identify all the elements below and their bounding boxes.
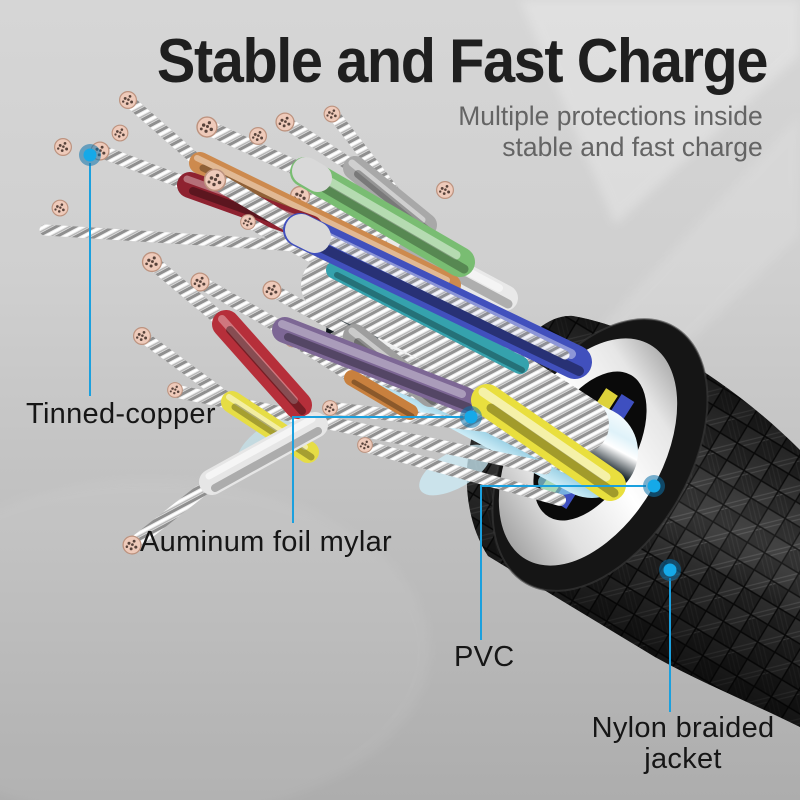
callout-dot-aluminum-foil-mylar [460,406,482,428]
callout-label-tinned-copper: Tinned-copper [26,398,216,430]
page-subtitle: Multiple protections inside stable and f… [459,101,763,163]
callout-dot-nylon-braided-jacket [659,559,681,581]
leader-pvc [480,475,665,640]
callout-leaders [79,144,681,712]
callout-dot-pvc [643,475,665,497]
callout-dot-tinned-copper [79,144,101,166]
wire-royal-blue [203,168,592,379]
wire-white-down [122,412,328,555]
leader-aluminum-foil-mylar [292,406,482,523]
callout-label-pvc: PVC [454,641,515,673]
subtitle-line-2: stable and fast charge [502,132,763,162]
nylon-label-line-1: Nylon braided [591,712,775,744]
wire-bundle [53,90,626,555]
leader-tinned-copper [79,144,101,396]
wire-big-yellow [471,384,626,501]
page-title: Stable and Fast Charge [156,27,769,96]
callout-label-aluminum-foil-mylar: Auminum foil mylar [140,526,392,558]
wire-purple [190,272,478,413]
callout-label-nylon-braided-jacket: Nylon braided jacket [572,713,794,775]
wire-teal [240,214,529,374]
subtitle-line-1: Multiple protections inside [458,101,763,131]
wire-bright-red [141,251,312,419]
wire-green [196,116,475,277]
nylon-label-line-2: jacket [644,743,722,775]
leader-nylon-braided-jacket [659,559,681,712]
